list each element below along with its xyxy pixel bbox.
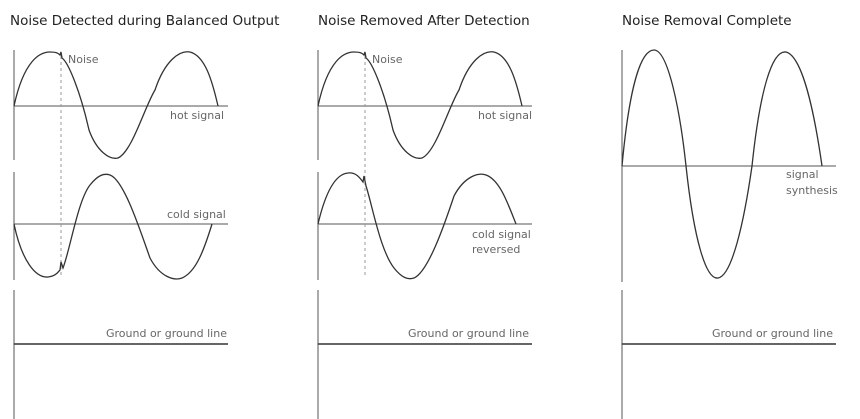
p2-hot-signal-label: hot signal <box>478 109 532 122</box>
p1-hot-signal-label: hot signal <box>170 109 224 122</box>
p1-hot-signal-wave <box>13 51 219 159</box>
panel2-title: Noise Removed After Detection <box>318 13 530 29</box>
p3-ground-label: Ground or ground line <box>712 327 833 340</box>
p3-synthesis-label-line1: signal <box>786 168 819 181</box>
p3-synthesis-label-line2: synthesis <box>786 184 838 197</box>
p2-cold-reversed-wave <box>317 172 517 280</box>
p2-cold-label-line2: reversed <box>472 243 520 256</box>
p2-hot-signal-wave <box>317 51 523 159</box>
p2-noise-label: Noise <box>372 53 403 66</box>
p3-synthesized-signal-wave <box>621 49 823 279</box>
p2-cold-label-line1: cold signal <box>472 228 531 241</box>
p1-cold-signal-wave <box>13 173 213 280</box>
panel3-title: Noise Removal Complete <box>622 13 792 29</box>
p1-ground-label: Ground or ground line <box>106 327 227 340</box>
p1-noise-label: Noise <box>68 53 99 66</box>
p2-ground-label: Ground or ground line <box>408 327 529 340</box>
p1-cold-signal-label: cold signal <box>167 208 226 221</box>
panel1-title: Noise Detected during Balanced Output <box>10 13 280 29</box>
